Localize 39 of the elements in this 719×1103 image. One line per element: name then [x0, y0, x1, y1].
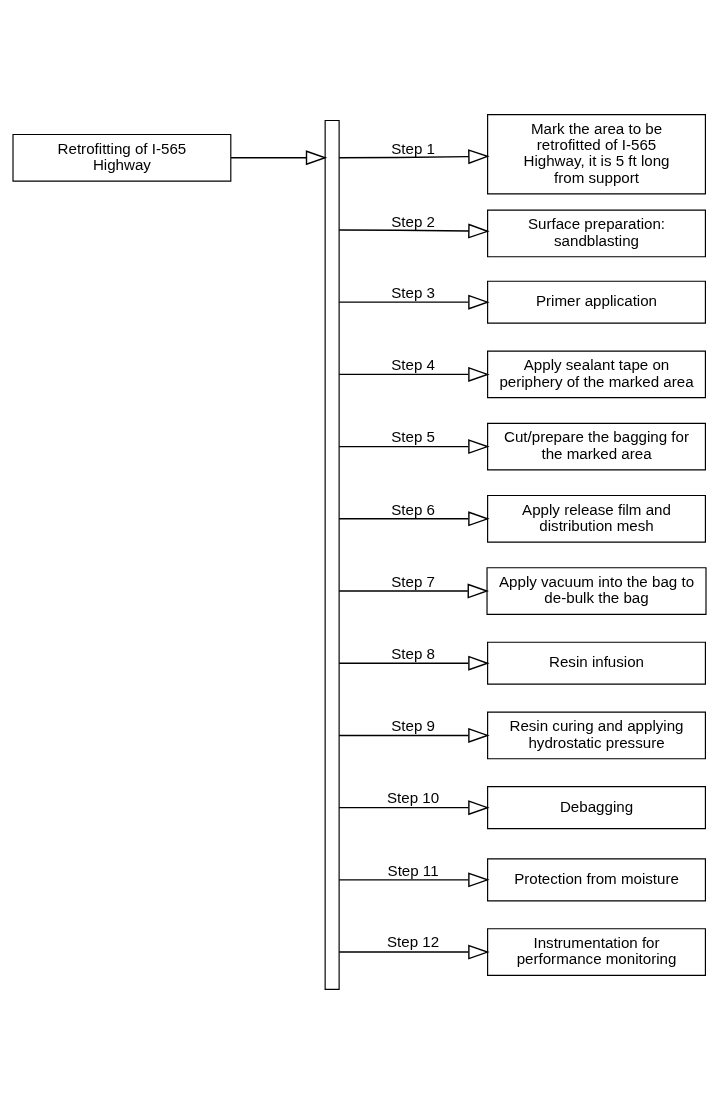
node-box: Debagging — [487, 785, 706, 829]
node-box: Retrofitting of I-565 Highway — [12, 133, 232, 182]
arrow — [338, 944, 490, 960]
edge-label: Step 1 — [391, 139, 435, 157]
arrow — [338, 294, 490, 310]
edge-label: Step 5 — [391, 427, 435, 445]
arrow — [338, 148, 490, 164]
node-box: Cut/prepare the bagging for the marked area — [487, 422, 706, 470]
arrow — [338, 799, 490, 815]
arrow — [338, 727, 490, 743]
edge-label: Step 4 — [391, 355, 435, 373]
node-box: Instrumentation for performance monitoring — [487, 927, 706, 976]
edge-label: Step 6 — [391, 500, 435, 518]
edge-label: Step 7 — [391, 572, 435, 590]
node-box: Apply release film and distribution mesh — [487, 494, 706, 543]
node-box: Primer application — [487, 280, 706, 324]
node-box: Mark the area to be retrofitted of I-565 Highway, it is 5 ft long from support — [487, 113, 706, 194]
edge-label: Step 12 — [387, 932, 440, 950]
arrow — [338, 510, 490, 526]
arrow — [338, 438, 490, 454]
node-box: Resin infusion — [487, 641, 706, 685]
node-box: Apply vacuum into the bag to de-bulk the bag — [486, 566, 707, 615]
edge-label: Step 11 — [387, 861, 439, 879]
arrow — [230, 149, 328, 165]
edge-label: Step 8 — [391, 644, 435, 662]
arrow — [338, 366, 490, 382]
edge-label: Step 2 — [391, 212, 435, 230]
arrow — [338, 871, 490, 887]
node-box: Resin curing and applying hydrostatic pressure — [487, 711, 706, 759]
arrow — [338, 223, 490, 239]
node-bar — [324, 119, 340, 990]
node-box: Surface preparation: sandblasting — [487, 209, 706, 257]
arrow — [338, 655, 490, 671]
edge-label: Step 3 — [391, 283, 435, 301]
edge-label: Step 10 — [387, 788, 440, 806]
node-box: Protection from moisture — [487, 857, 706, 901]
edge-label: Step 9 — [391, 716, 435, 734]
node-box: Apply sealant tape on periphery of the marked area — [487, 350, 706, 398]
arrow — [338, 583, 489, 599]
